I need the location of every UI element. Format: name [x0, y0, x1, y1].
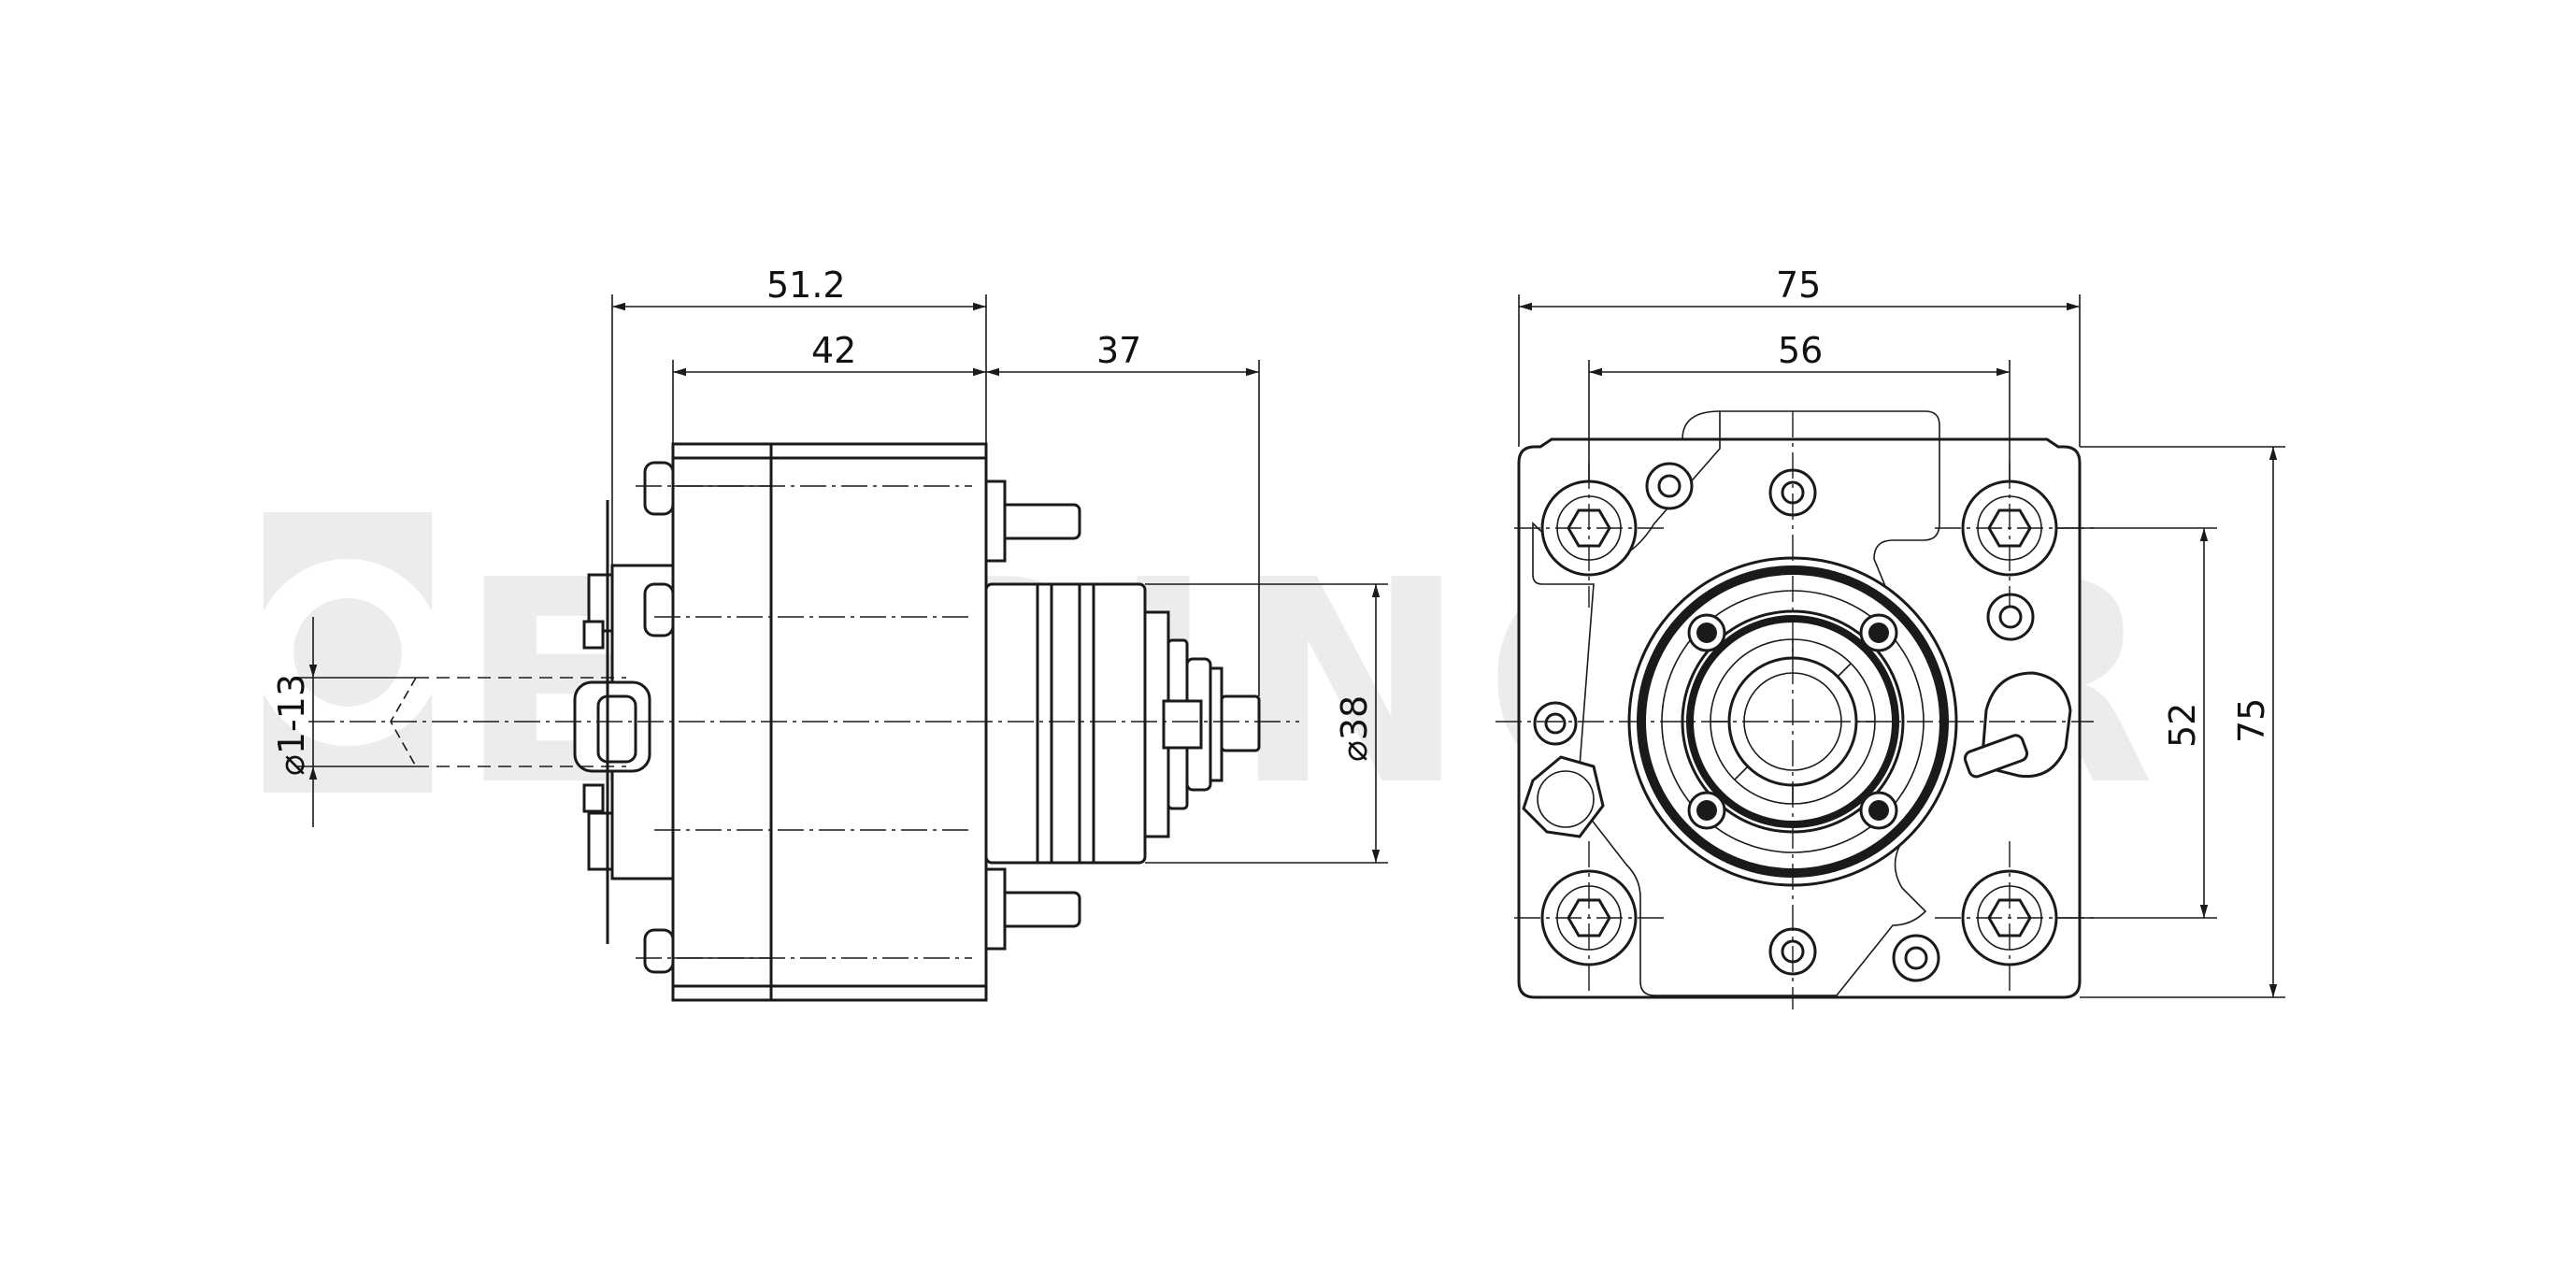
screw-top-left — [1645, 462, 1694, 510]
screw-right — [1986, 593, 2035, 641]
shank-disk — [984, 582, 1147, 865]
front-view — [1496, 410, 2094, 1009]
dim-front-width: 75 — [1776, 265, 1821, 306]
lube-nipple — [1522, 755, 1605, 838]
spindle-screw-4 — [1859, 791, 1898, 830]
screw-top-center — [1768, 468, 1817, 517]
front-dimensions: 75 56 52 75 — [1518, 265, 2285, 998]
dim-clamping-range: ⌀1-13 — [271, 674, 312, 776]
screw-left — [1533, 701, 1578, 746]
screw-bottom-right — [1892, 934, 1940, 982]
dim-overall-length: 51.2 — [766, 265, 846, 306]
side-view — [308, 442, 1299, 1002]
spindle-screw-2 — [1859, 613, 1898, 652]
dim-front-height: 75 — [2231, 698, 2272, 743]
spindle-screw-3 — [1687, 791, 1726, 830]
dim-bolt-spacing-v: 52 — [2162, 703, 2203, 748]
side-dimensions: 51.2 42 37 ⌀38 ⌀1-13 — [271, 265, 1388, 864]
dim-body-length: 42 — [811, 330, 856, 371]
dim-shank-diameter: ⌀38 — [1334, 695, 1375, 762]
coolant-nozzle — [1963, 671, 2072, 779]
dim-shank-length: 37 — [1096, 330, 1141, 371]
spindle-screw-1 — [1687, 613, 1726, 652]
drive-tang — [1220, 694, 1261, 752]
dim-bolt-spacing-h: 56 — [1778, 330, 1823, 371]
